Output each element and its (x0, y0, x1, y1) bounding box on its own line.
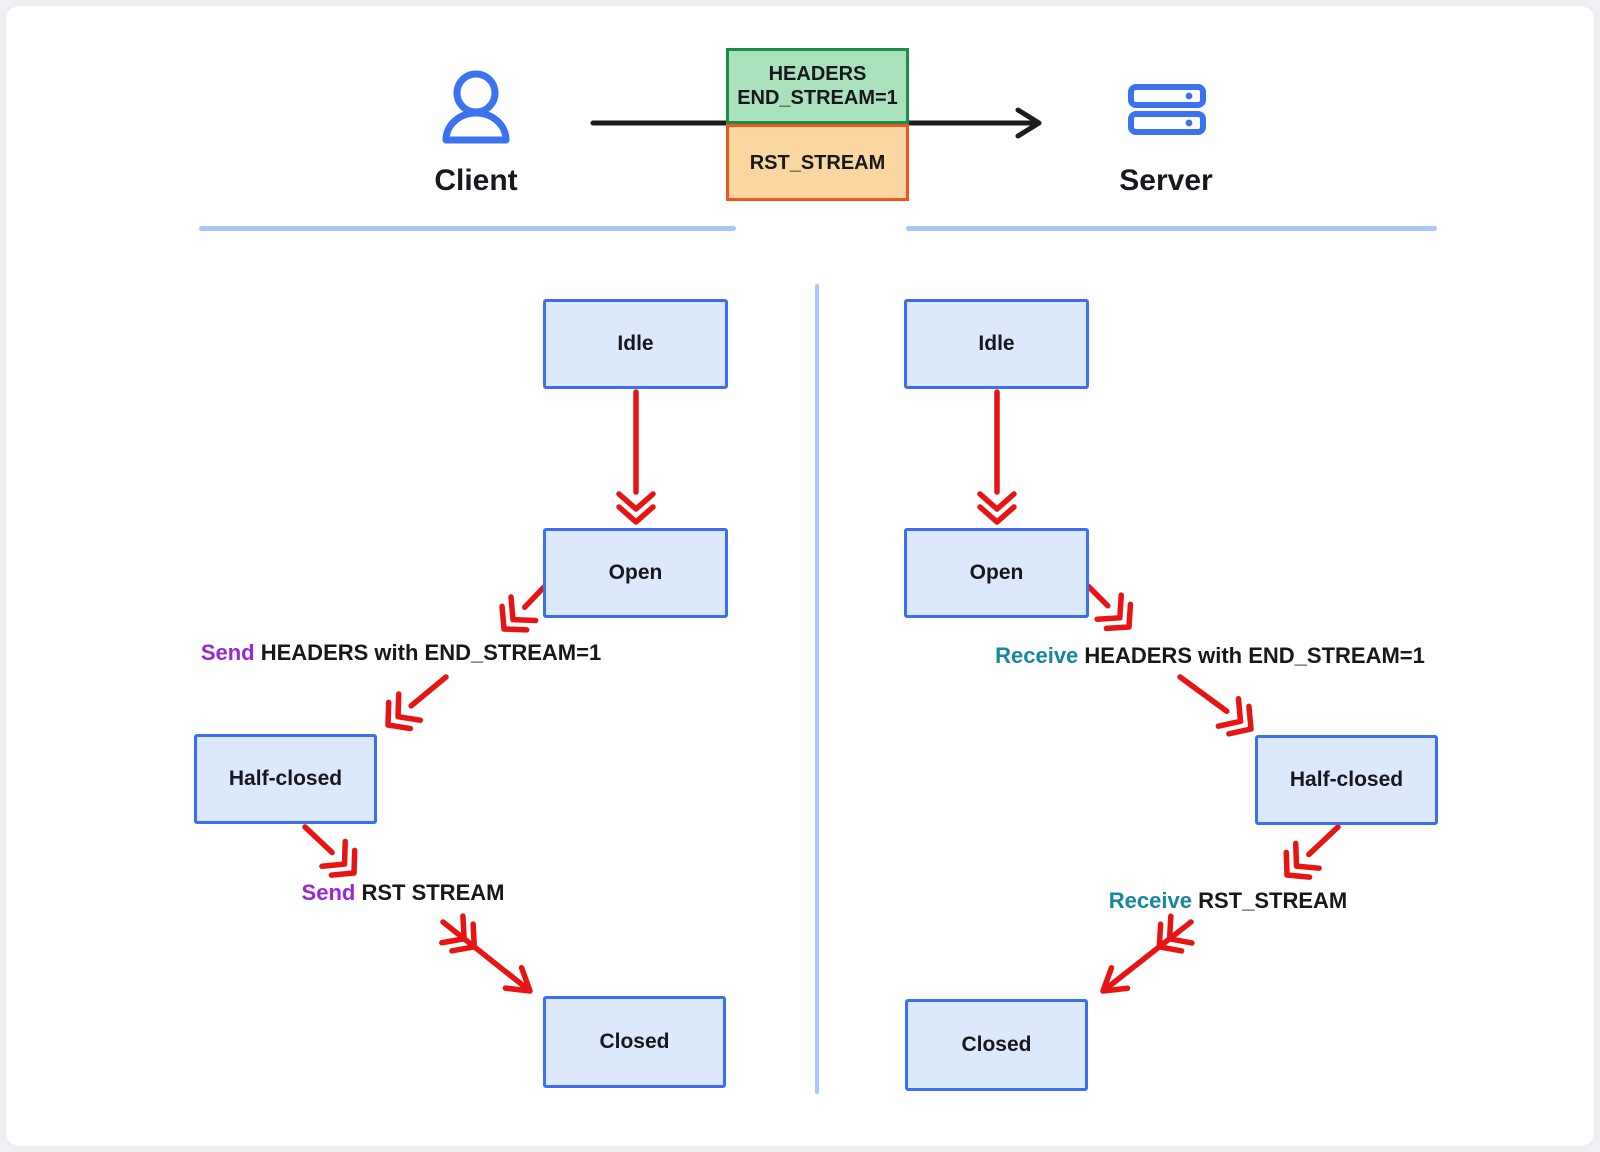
transition-rest: RST_STREAM (1198, 888, 1348, 913)
transition-action: Receive (995, 643, 1079, 668)
headers-frame-line1: HEADERS (768, 63, 867, 85)
state-label: Closed (961, 1033, 1032, 1056)
arrow-client-halfclosed-label (302, 824, 358, 878)
headers-frame-line2: END_STREAM=1 (737, 87, 898, 109)
transition-label-client-headers: Send HEADERS with END_STREAM=1 (151, 640, 651, 666)
arrow-client-idle-open (616, 389, 656, 525)
arrow-server-idle-open (977, 389, 1017, 525)
transition-rest: HEADERS with END_STREAM=1 (260, 640, 602, 665)
state-label: Half-closed (1289, 768, 1404, 791)
transition-label-server-rst: Receive RST_STREAM (1078, 888, 1378, 914)
transition-label-server-headers: Receive HEADERS with END_STREAM=1 (960, 643, 1460, 669)
state-box-server-idle: Idle (904, 299, 1089, 389)
state-box-client-closed: Closed (543, 996, 726, 1088)
transition-action: Send (301, 880, 356, 905)
transition-action: Receive (1108, 888, 1192, 913)
arrow-server-label-halfclosed (1177, 674, 1254, 737)
state-box-client-idle: Idle (543, 299, 728, 389)
arrow-client-label-halfclosed (385, 674, 449, 732)
server-rack-icon (1128, 84, 1206, 135)
state-box-client-open: Open (543, 528, 728, 618)
transition-action: Send (200, 640, 255, 665)
state-box-server-closed: Closed (905, 999, 1088, 1091)
arrow-server-open-label (1085, 583, 1134, 632)
state-label: Open (969, 561, 1024, 584)
state-box-client-half-closed: Half-closed (194, 734, 377, 824)
arrow-server-halfclosed-label (1283, 824, 1341, 880)
arrow-server-label-closed (1100, 913, 1195, 994)
state-label: Open (608, 561, 663, 584)
server-label: Server (1119, 164, 1213, 197)
headers-frame-box: HEADERS END_STREAM=1 (726, 48, 909, 124)
person-icon (442, 70, 510, 144)
state-box-server-open: Open (904, 528, 1089, 618)
state-label: Idle (617, 332, 654, 355)
arrow-client-label-closed (439, 913, 533, 994)
rst-frame-box: RST_STREAM (726, 124, 909, 201)
transition-rest: RST STREAM (361, 880, 505, 905)
state-box-server-half-closed: Half-closed (1255, 735, 1438, 825)
center-divider (815, 284, 819, 1094)
client-label: Client (434, 164, 518, 197)
rst-frame-label: RST_STREAM (749, 151, 886, 174)
server-section-rule (906, 226, 1437, 231)
arrows-layer (302, 107, 1341, 994)
state-label: Half-closed (228, 767, 343, 790)
arrow-client-open-label (499, 583, 548, 633)
transition-rest: HEADERS with END_STREAM=1 (1084, 643, 1425, 668)
state-label: Idle (978, 332, 1015, 355)
transition-label-client-rst: Send RST STREAM (253, 880, 553, 906)
client-section-rule (199, 226, 736, 231)
diagram-card: Client Server HEADERS END_STREAM=1 RST_S… (5, 5, 1595, 1147)
state-label: Closed (599, 1030, 670, 1053)
